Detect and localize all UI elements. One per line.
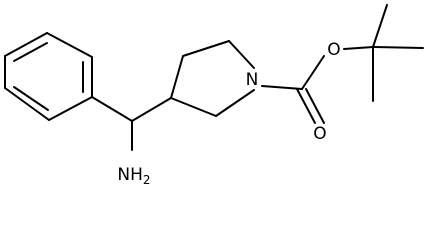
bond-phenyl-to-ch	[91, 96, 133, 122]
bond-n-to-carbonyl	[261, 85, 303, 90]
amine-symbol: NH	[117, 165, 143, 185]
bond-carbonyl-double-b	[305, 88, 325, 124]
bond-phenyl-double-1	[13, 42, 48, 62]
bond-pyr-c4-c5	[182, 40, 230, 57]
bond-phenyl-5	[48, 96, 93, 121]
benzylic-center	[91, 96, 172, 151]
bond-ch-to-pyrrolidine	[131, 97, 172, 122]
bond-carbonyl-to-ester-o	[301, 55, 325, 90]
bond-carbonyl-double-a	[296, 88, 316, 124]
pyrrolidine-ring	[170, 40, 255, 117]
bond-ester-o-to-tbu	[343, 46, 374, 50]
bond-tbu-methyl-right	[372, 46, 424, 49]
bond-phenyl-double-3	[13, 86, 49, 111]
bond-tbu-methyl-up	[372, 4, 388, 48]
amine-label: NH2	[117, 165, 150, 187]
ester-oxygen-label: O	[327, 40, 340, 60]
amine-subscript: 2	[143, 173, 151, 187]
bond-phenyl-3	[46, 32, 93, 58]
bond-phenyl-6	[4, 87, 50, 121]
phenyl-ring	[4, 32, 93, 121]
bond-phenyl-2	[4, 32, 48, 57]
chemical-structure: N O O NH2	[4, 4, 424, 187]
bond-pyr-c2-c3	[170, 97, 217, 117]
carbonyl-oxygen-label: O	[313, 124, 326, 144]
bond-pyr-c3-c4	[170, 55, 184, 99]
boc-group	[261, 4, 424, 124]
ring-nitrogen-label: N	[246, 70, 259, 90]
bond-pyr-n-c2	[215, 89, 255, 117]
bond-pyr-c5-n	[228, 40, 255, 69]
